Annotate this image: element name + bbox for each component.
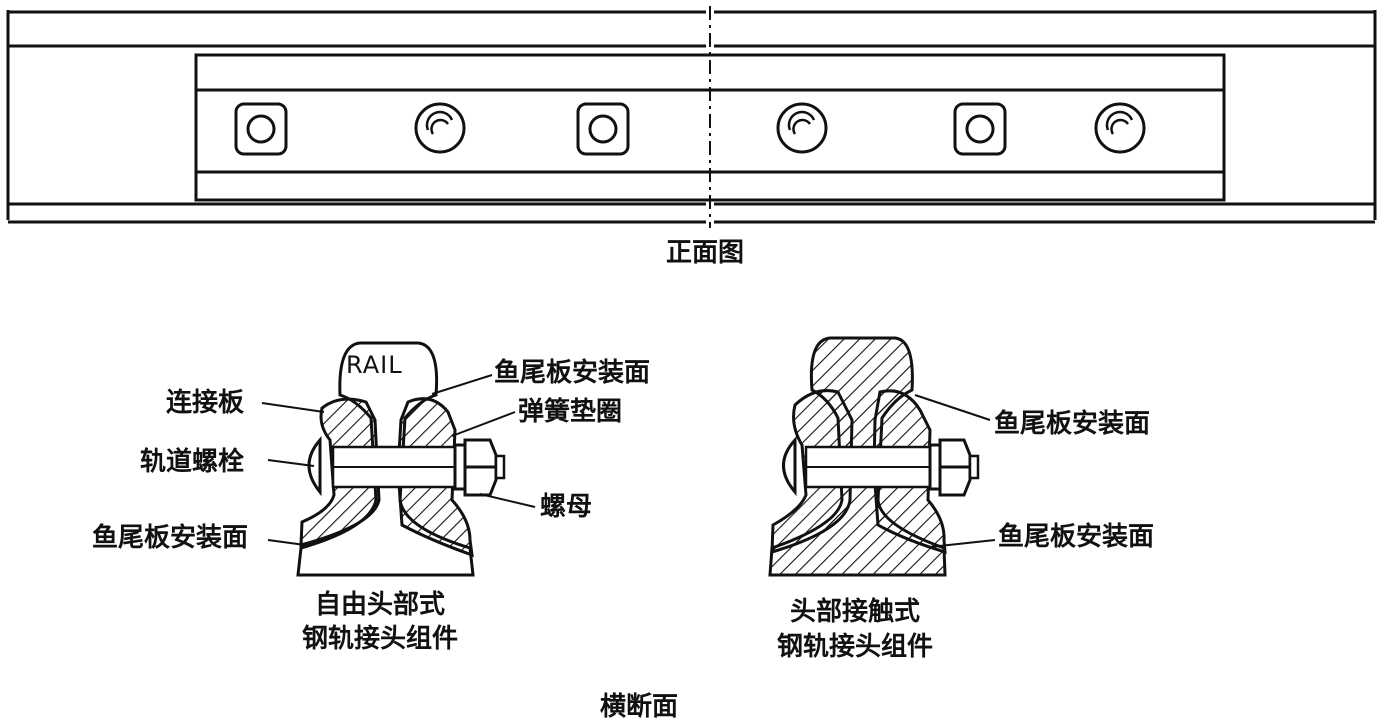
nut-right [938, 438, 972, 497]
label-spring-washer: 弹簧垫圈 [518, 397, 623, 427]
bolt-nut-2 [576, 102, 630, 156]
label-fishing-surface-left-top: 鱼尾板安装面 [494, 358, 651, 388]
bolt-head-1 [414, 102, 466, 154]
front-view-title: 正面图 [665, 238, 744, 268]
bolt-head-3 [1094, 102, 1146, 154]
bolt-nut-3 [953, 102, 1007, 156]
track-bolt-head [307, 436, 322, 497]
bolt-nut-1 [234, 102, 288, 156]
label-joint-bar: 连接板 [166, 388, 245, 418]
cross-section-title: 横断面 [599, 692, 678, 722]
bolt-head-2 [776, 102, 828, 154]
label-track-bolt: 轨道螺栓 [140, 447, 245, 477]
label-fishing-surface-right-bottom: 鱼尾板安装面 [998, 522, 1155, 552]
head-contact-cross-section [768, 336, 996, 577]
free-head-cross-section [261, 341, 536, 577]
head-contact-caption-line2: 钢轨接头组件 [776, 632, 933, 662]
rail-front-outline [6, 10, 1377, 224]
label-fishing-surface-left-bottom: 鱼尾板安装面 [92, 523, 249, 553]
free-head-caption-line1: 自由头部式 [314, 590, 445, 620]
track-bolt-head-right [782, 436, 797, 497]
front-view [6, 6, 1377, 228]
leaders-right [914, 394, 996, 548]
head-contact-caption-line1: 头部接触式 [789, 597, 920, 627]
rail-text: RAIL [346, 351, 403, 379]
leaders-left [261, 374, 536, 546]
label-fishing-surface-right-top: 鱼尾板安装面 [994, 409, 1151, 439]
free-head-caption-line2: 钢轨接头组件 [301, 624, 458, 654]
nut [463, 438, 498, 497]
label-nut: 螺母 [540, 492, 593, 522]
